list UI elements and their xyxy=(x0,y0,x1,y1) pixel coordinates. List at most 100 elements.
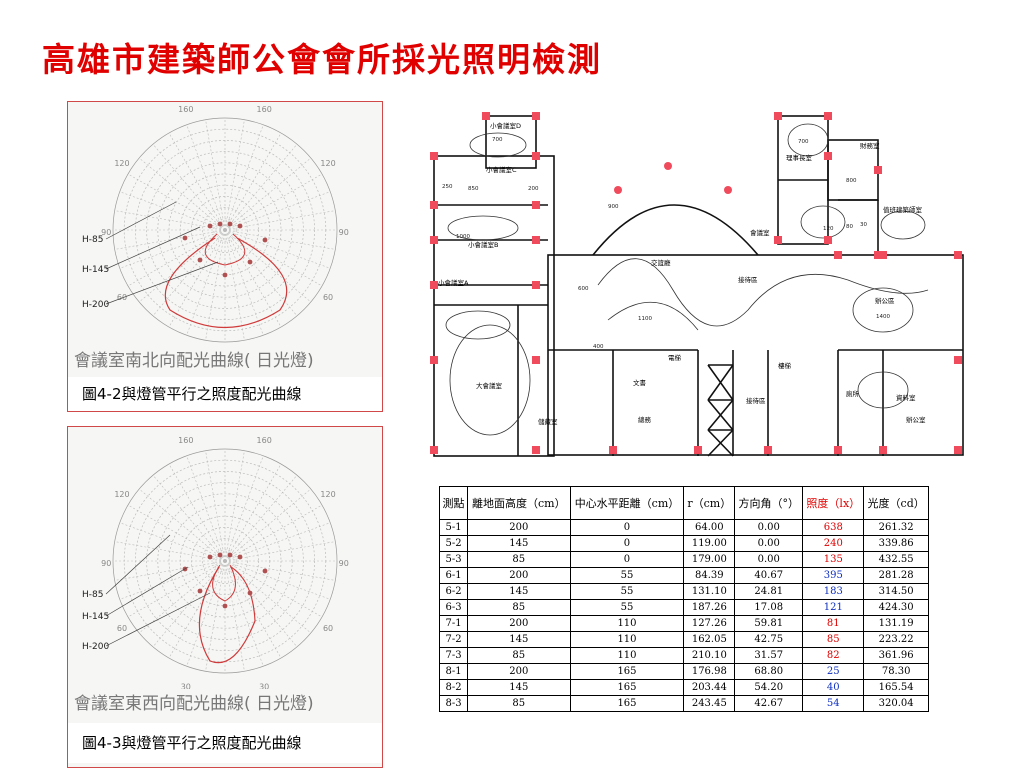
measurement-marker xyxy=(874,166,882,174)
polar-spoke xyxy=(152,144,226,231)
measurement-marker xyxy=(834,251,842,259)
table-header: 中心水平距離（cm） xyxy=(569,486,685,520)
table-cell-lux: 183 xyxy=(802,583,865,600)
table-cell-angle: 31.57 xyxy=(734,647,804,664)
measurement-point xyxy=(207,554,213,560)
polar-ring xyxy=(112,117,338,343)
polar-spoke xyxy=(224,124,264,231)
measurement-marker xyxy=(532,112,540,120)
polar-spoke xyxy=(224,560,298,647)
table-cell-r: 64.00 xyxy=(683,519,736,536)
table-cell-d: 110 xyxy=(569,647,685,664)
table-cell-d: 55 xyxy=(569,583,685,600)
table-cell-lux: 638 xyxy=(802,519,865,536)
room-label: 樓梯 xyxy=(778,361,792,370)
measurement-marker xyxy=(532,281,540,289)
distribution-curve xyxy=(212,564,236,602)
room-label: 大會議室 xyxy=(476,381,503,390)
table-cell-h: 145 xyxy=(467,679,571,696)
measurement-point xyxy=(217,552,223,558)
room-label: 接待區 xyxy=(738,275,758,284)
table-cell-point: 5-1 xyxy=(438,519,469,536)
table-cell-point: 6-3 xyxy=(438,599,469,616)
height-leader-line xyxy=(105,226,201,270)
measurement-marker xyxy=(430,201,438,209)
table-cell-point: 7-2 xyxy=(438,631,469,648)
floor-plan-labels: 小會議室D 小會議室C 小會議室B 小會議室A 大會議室 儲藏室 交誼廳 接待區… xyxy=(438,121,926,426)
table-cell-h: 200 xyxy=(467,663,571,680)
polar-angle-label: 30 xyxy=(181,682,191,689)
table-header: 方向角（°） xyxy=(734,486,804,520)
slide-title: 高雄市建築師公會會所採光照明檢測 xyxy=(42,40,602,79)
table-cell-cd: 314.50 xyxy=(863,583,929,600)
table-cell-d: 0 xyxy=(569,551,685,568)
table-cell-angle: 68.80 xyxy=(734,663,804,680)
table-cell-h: 200 xyxy=(467,567,571,584)
polar-spoke xyxy=(119,191,226,231)
table-cell-h: 85 xyxy=(467,551,571,568)
room-label: 小會議室C xyxy=(486,165,517,174)
floor-plan-walls xyxy=(433,115,964,457)
measurement-marker xyxy=(664,162,672,170)
table-cell-d: 165 xyxy=(569,663,685,680)
table-cell-r: 179.00 xyxy=(683,551,736,568)
svg-text:80: 80 xyxy=(846,224,853,230)
height-label: H-85 xyxy=(82,590,103,600)
measurement-point xyxy=(247,590,253,596)
table-cell-cd: 223.22 xyxy=(863,631,929,648)
table-cell-cd: 339.86 xyxy=(863,535,929,552)
height-label: H-145 xyxy=(82,612,109,622)
polar-ring xyxy=(213,549,237,573)
polar-spoke xyxy=(224,173,323,231)
polar-spoke xyxy=(224,119,245,231)
polar-spoke xyxy=(152,475,226,562)
polar-spoke xyxy=(224,475,298,562)
floor-plan: 小會議室D 小會議室C 小會議室B 小會議室A 大會議室 儲藏室 交誼廳 接待區… xyxy=(430,112,964,457)
polar-spoke xyxy=(168,560,226,659)
table-cell-r: 243.45 xyxy=(683,695,736,712)
table-cell-point: 6-1 xyxy=(438,567,469,584)
room-label: 理事長室 xyxy=(786,153,813,162)
polar-angle-label: 120 xyxy=(114,159,129,168)
table-cell-d: 55 xyxy=(569,567,685,584)
measurement-point xyxy=(197,588,203,594)
polar-spoke xyxy=(139,488,226,562)
measurement-marker xyxy=(609,446,617,454)
table-cell-d: 165 xyxy=(569,679,685,696)
table-cell-lux: 25 xyxy=(802,663,865,680)
polar-spoke xyxy=(205,119,226,231)
height-label: H-145 xyxy=(82,265,109,275)
polar-spoke xyxy=(168,229,226,328)
measurement-marker xyxy=(430,356,438,364)
room-label: 財務室 xyxy=(860,141,880,150)
table-cell-point: 6-2 xyxy=(438,583,469,600)
polar-spoke xyxy=(114,560,226,581)
polar-ring xyxy=(157,162,293,298)
polar-spoke xyxy=(224,229,331,269)
polar-chart-subtitle: 會議室東西向配光曲線( 日光燈) xyxy=(74,694,314,714)
table-cell-angle: 0.00 xyxy=(734,551,804,568)
polar-spoke xyxy=(224,560,311,634)
polar-spoke xyxy=(168,132,226,231)
room-label: 小會議室B xyxy=(468,240,498,249)
table-cell-point: 8-1 xyxy=(438,663,469,680)
measurement-marker xyxy=(879,251,887,259)
table-header: 照度（lx） xyxy=(802,486,865,520)
table-cell-h: 200 xyxy=(467,615,571,632)
table-cell-lux: 54 xyxy=(802,695,865,712)
room-label: 會議室 xyxy=(750,228,770,237)
measurement-point xyxy=(217,221,223,227)
table-header: 測點 xyxy=(438,486,469,520)
polar-spoke xyxy=(224,210,336,231)
measurement-marker xyxy=(430,281,438,289)
table-cell-angle: 40.67 xyxy=(734,567,804,584)
room-label: 文書 xyxy=(633,378,647,387)
polar-angle-label: 60 xyxy=(323,293,333,302)
height-leader-line xyxy=(105,261,219,305)
table-cell-r: 210.10 xyxy=(683,647,736,664)
table-cell-d: 110 xyxy=(569,631,685,648)
